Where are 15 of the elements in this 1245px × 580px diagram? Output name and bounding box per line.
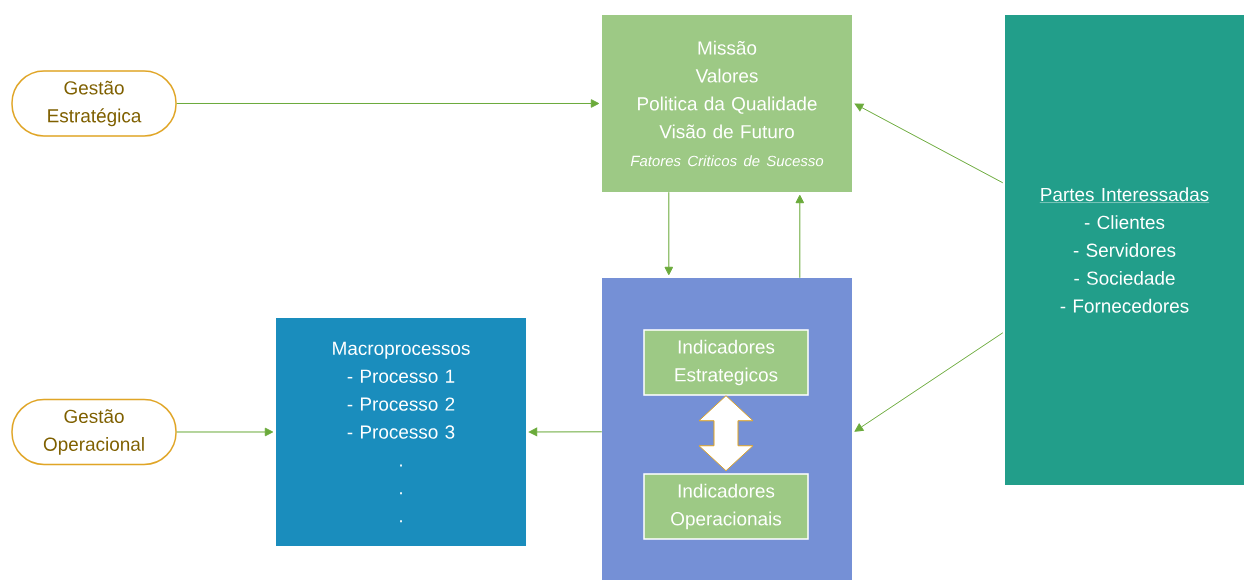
process-box: Indicadores Estrategicos [643, 329, 809, 396]
arrow [176, 427, 274, 437]
arrow [795, 194, 805, 279]
process-box: Indicadores Operacionais [643, 473, 809, 540]
double-arrow [698, 395, 754, 472]
rounded-label: Gestão Operacional [11, 398, 177, 466]
rounded-label: Gestão Estratégica [11, 70, 177, 137]
arrow [528, 427, 603, 437]
arrow [664, 191, 674, 276]
process-box: Macroprocessos - Processo 1 - Processo 2 - Processo 3 . . . [276, 318, 526, 546]
arrow [176, 99, 600, 108]
arrow [854, 103, 1004, 184]
process-box: Partes Interessadas - Clientes - Servidores - Sociedade - Fornecedores [1005, 15, 1244, 485]
process-box: Missão Valores Politica da Qualidade Visão de Futuro Fatores Criticos de Sucesso [602, 15, 852, 192]
arrow [854, 332, 1004, 432]
